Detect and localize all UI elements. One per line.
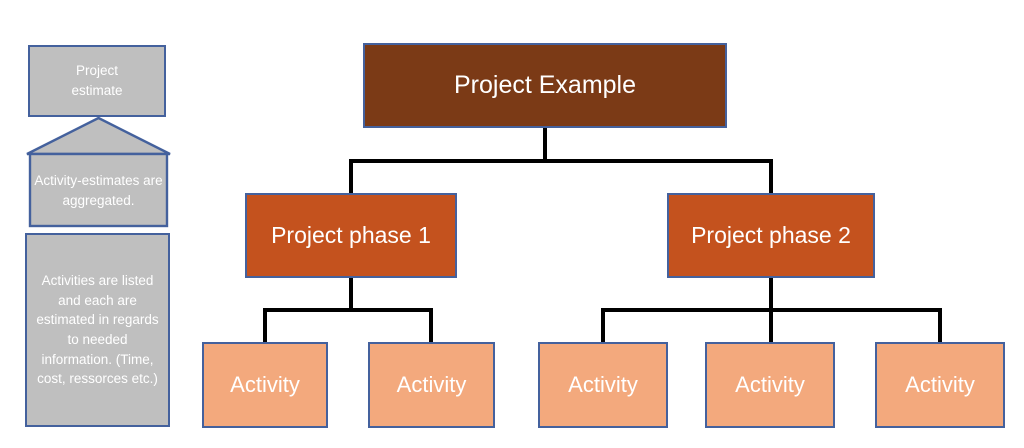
connector-phase2-bus [601, 308, 942, 342]
node-activity-2-label: Activity [396, 372, 467, 397]
annotation-project-estimate-label: Project estimate [71, 63, 123, 98]
node-activity-4: Activity [705, 342, 835, 428]
node-activity-2: Activity [368, 342, 495, 428]
node-activity-4-label: Activity [735, 372, 805, 397]
annotation-activities-listed-label: Activities are listed and each are estim… [36, 273, 159, 387]
arrow-roof-triangle [26, 116, 171, 156]
node-project-phase-2: Project phase 2 [667, 193, 875, 278]
node-project-phase-1: Project phase 1 [245, 193, 457, 278]
node-activity-3: Activity [538, 342, 668, 428]
annotation-aggregation-label: Activity-estimates are aggregated. [34, 172, 163, 208]
arrow-body-rect [28, 152, 169, 228]
annotation-project-estimate: Project estimate [28, 45, 166, 117]
node-activity-5: Activity [875, 342, 1005, 428]
node-project-phase-2-label: Project phase 2 [691, 222, 851, 248]
annotation-activities-listed: Activities are listed and each are estim… [25, 233, 170, 427]
node-project-example-label: Project Example [453, 71, 637, 99]
node-activity-1: Activity [202, 342, 328, 428]
up-arrow-house-shape [26, 116, 171, 228]
node-activity-1-label: Activity [230, 372, 300, 397]
node-activity-5-label: Activity [905, 372, 975, 397]
node-activity-3-label: Activity [568, 372, 638, 397]
connector-phase-bus [349, 159, 773, 193]
node-project-phase-1-label: Project phase 1 [271, 222, 431, 248]
annotation-aggregation-arrow: Activity-estimates are aggregated. [25, 115, 172, 228]
connector-phase1-bus [263, 308, 433, 342]
node-project-example: Project Example [363, 43, 727, 128]
